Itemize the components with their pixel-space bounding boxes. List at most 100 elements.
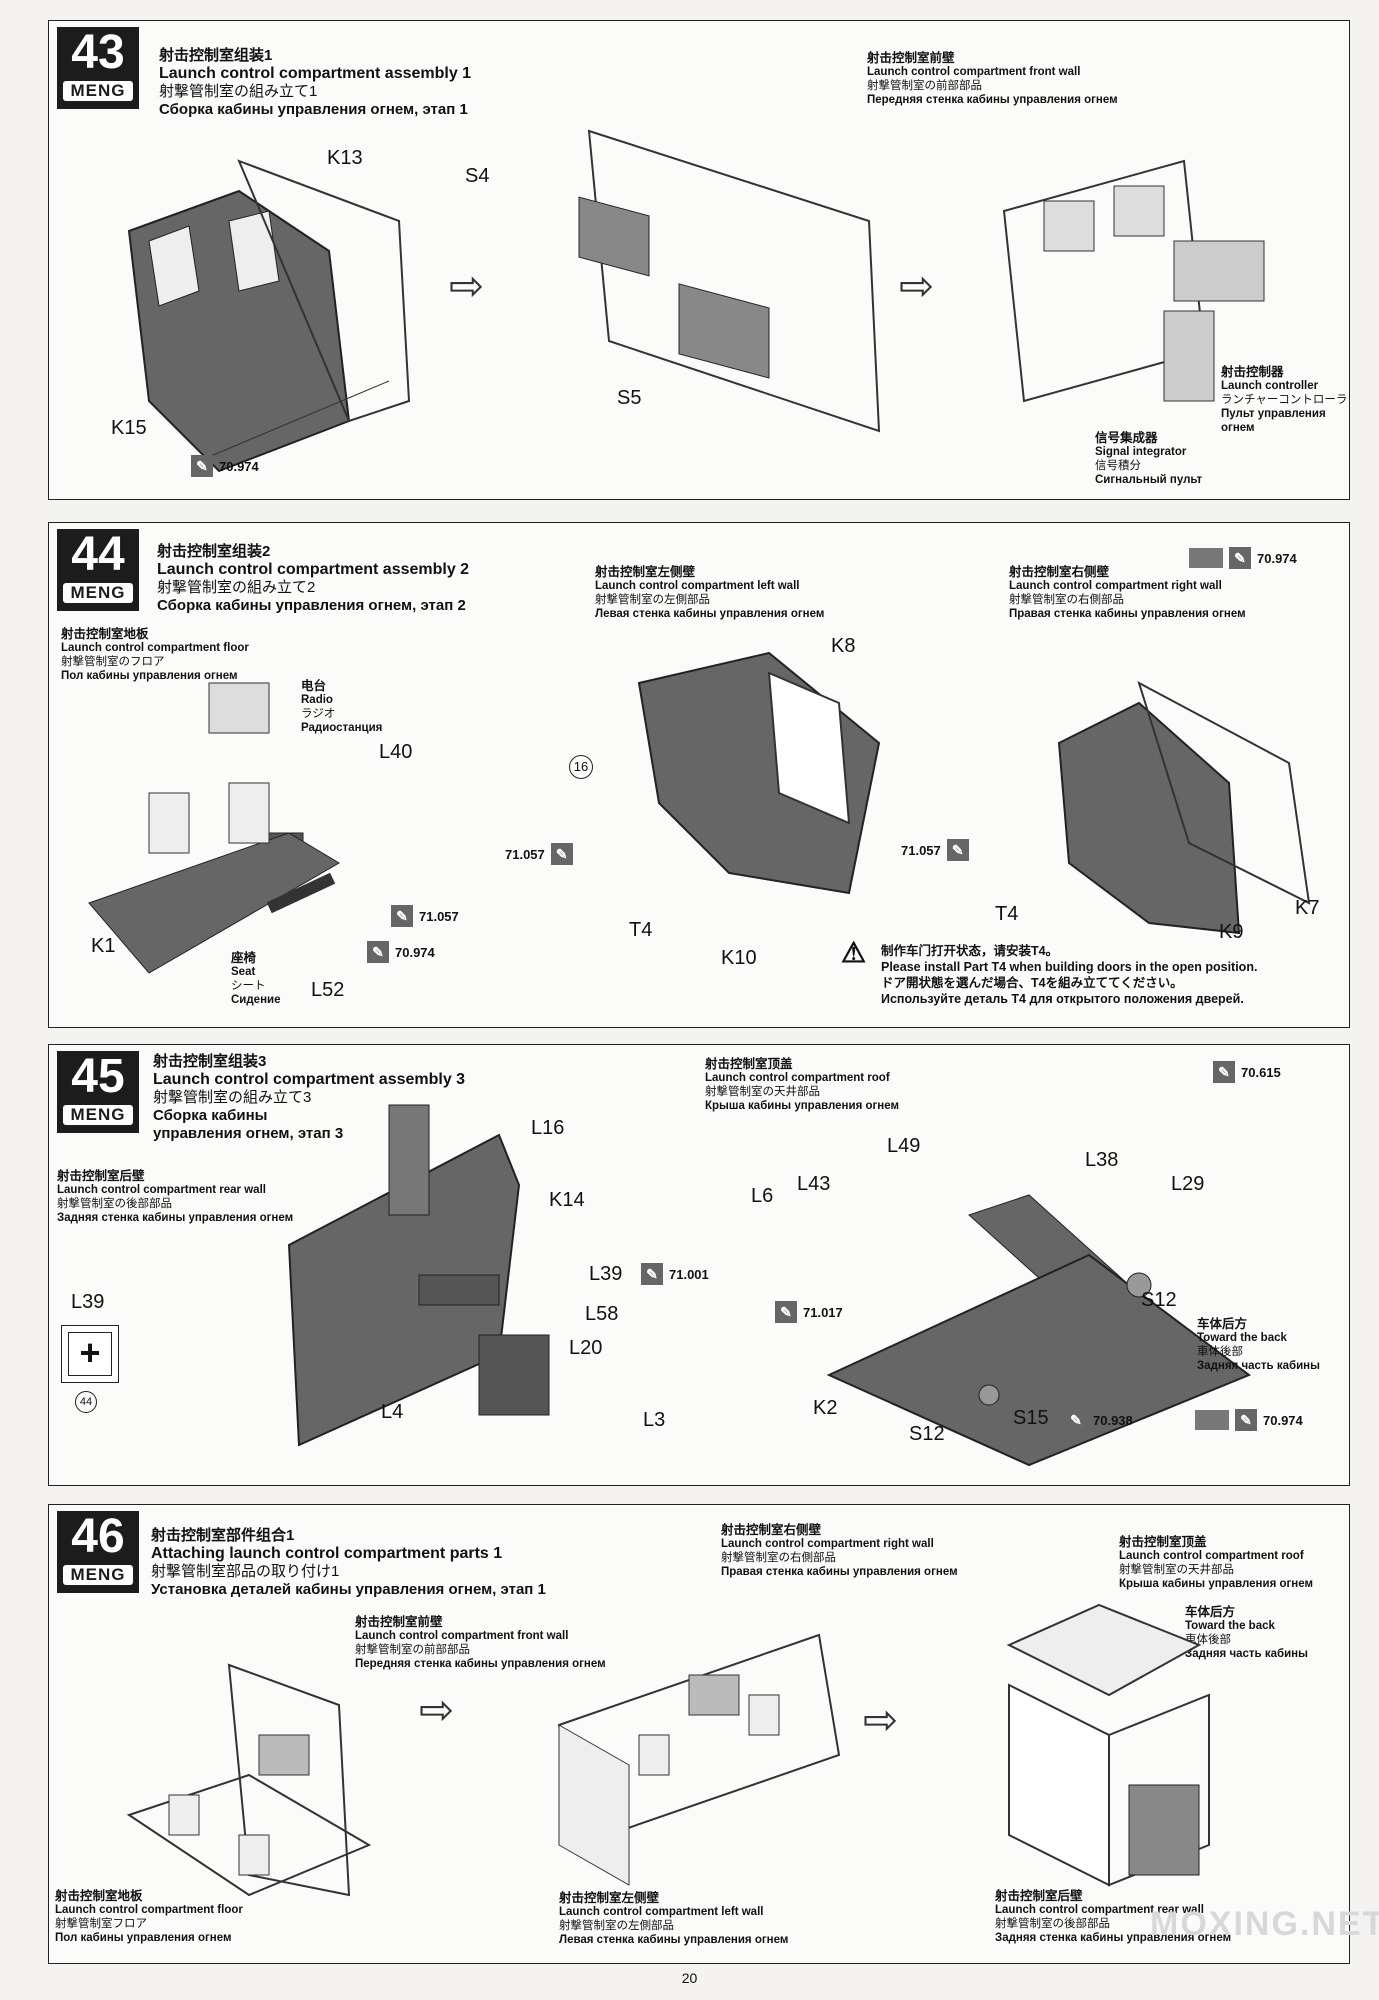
- label-cn: 座椅: [231, 951, 257, 965]
- title-ru: Установка деталей кабины управления огне…: [151, 1581, 546, 1598]
- label-ru: Левая стенка кабины управления огнем: [559, 1934, 789, 1946]
- brush-icon: ✎: [1235, 1409, 1257, 1431]
- part-l49: L49: [887, 1135, 921, 1157]
- label-en: Launch control compartment floor: [61, 642, 249, 654]
- paint-code: 71.057: [505, 846, 545, 862]
- label-jp: 射撃管制室の後部部品: [995, 1918, 1110, 1930]
- label-cn: 射击控制室地板: [61, 627, 149, 641]
- paint-ref: ✎ 70.974: [1195, 1409, 1303, 1431]
- brand-logo: MENG: [63, 1565, 133, 1585]
- brush-icon: ✎: [946, 839, 969, 861]
- warning-ru: Используйте деталь T4 для открытого поло…: [881, 992, 1244, 1006]
- label-en: Launch controller: [1221, 380, 1319, 392]
- warning-jp: ドア開状態を選んだ場合、T4を組み立ててください。: [881, 976, 1183, 990]
- paint-code: 71.057: [901, 842, 941, 858]
- rear-wall-drawing: [287, 1104, 550, 1447]
- label-en: Launch control compartment right wall: [1009, 580, 1222, 592]
- part-s5: S5: [617, 387, 642, 409]
- step-44: 44 MENG 射击控制室组装2 Launch control compartm…: [48, 522, 1350, 1028]
- part-t4: T4: [995, 903, 1019, 925]
- part-k13: K13: [327, 147, 363, 169]
- launch-controller-label: 射击控制器 Launch controller ランチャーコントローラ Пуль…: [1221, 365, 1349, 435]
- right-wall-label: 射击控制室右侧壁 Launch control compartment righ…: [721, 1523, 958, 1579]
- label-cn: 射击控制室前壁: [355, 1615, 443, 1629]
- part-l3: L3: [643, 1409, 666, 1431]
- watermark: MOXING.NET: [1150, 1905, 1379, 1943]
- step-badge: 45 MENG: [57, 1051, 139, 1133]
- label-ru: Правая стенка кабины управления огнем: [1009, 608, 1246, 620]
- label-ru: Радиостанция: [301, 722, 383, 734]
- panel-window-drawing: [578, 129, 881, 433]
- paint-ref: ✎ 70.974: [367, 941, 435, 963]
- title-en: Launch control compartment assembly 3: [153, 1071, 466, 1088]
- label-cn: 信号集成器: [1095, 431, 1158, 445]
- label-ru: Сидение: [231, 994, 281, 1006]
- step-43: 43 MENG 射击控制室组装1 Launch control compartm…: [48, 20, 1350, 500]
- front-wall-drawing: [1002, 159, 1265, 403]
- brush-icon: ✎: [191, 455, 213, 477]
- part-l39-inset: L39: [71, 1291, 105, 1313]
- label-jp: 射撃管制室の左側部品: [595, 594, 710, 606]
- label-cn: 射击控制室右侧壁: [1009, 565, 1110, 579]
- title-jp: 射撃管制室の組み立て3: [153, 1089, 312, 1106]
- paint-code: 70.938: [1093, 1412, 1133, 1428]
- step-45: 45 MENG 射击控制室组装3 Launch control compartm…: [48, 1044, 1350, 1486]
- front-wall-label: 射击控制室前壁 Launch control compartment front…: [355, 1615, 606, 1671]
- label-en: Launch control compartment front wall: [867, 66, 1081, 78]
- floor-label: 射击控制室地板 Launch control compartment floor…: [61, 627, 249, 683]
- label-ru: Крыша кабины управления огнем: [705, 1100, 899, 1112]
- label-en: Seat: [231, 966, 256, 978]
- part-l29: L29: [1171, 1173, 1205, 1195]
- assembly-stage-3-drawing: [1006, 1603, 1210, 1887]
- step-title: 射击控制室组装1 Launch control compartment asse…: [159, 47, 471, 119]
- brush-icon: ✎: [1229, 547, 1251, 569]
- panel-k15-drawing: [127, 159, 411, 473]
- paint-ref: ✎ 71.057: [391, 905, 459, 927]
- paint-ref: ✎ 70.974: [1189, 547, 1297, 569]
- title-ru-2: управления огнем, этап 3: [153, 1125, 344, 1142]
- label-en: Radio: [301, 694, 333, 706]
- step-badge: 46 MENG: [57, 1511, 139, 1593]
- part-l4: L4: [381, 1401, 404, 1423]
- brush-icon: ✎: [550, 843, 573, 865]
- paint-ref: ✎ 71.001: [641, 1263, 709, 1285]
- callout-number: 16: [573, 759, 589, 774]
- label-cn: 射击控制室地板: [55, 1889, 143, 1903]
- label-ru: Правая стенка кабины управления огнем: [721, 1566, 958, 1578]
- label-jp: 射撃管制室フロア: [55, 1918, 147, 1930]
- label-cn: 射击控制室右侧壁: [721, 1523, 822, 1537]
- step-number: 46: [71, 1510, 125, 1563]
- label-jp: 射撃管制室のフロア: [61, 656, 165, 668]
- rear-wall-label: 射击控制室后壁 Launch control compartment rear …: [57, 1169, 293, 1225]
- label-ru: Пол кабины управления огнем: [55, 1932, 232, 1944]
- part-k15: K15: [111, 417, 147, 439]
- color-swatch: [1195, 1410, 1229, 1430]
- part-s4: S4: [465, 165, 490, 187]
- title-en: Attaching launch control compartment par…: [151, 1545, 503, 1562]
- back-direction-label: 车体后方 Toward the back 車体後部 Задняя часть к…: [1197, 1317, 1320, 1373]
- part-k10: K10: [721, 947, 757, 969]
- floor-label: 射击控制室地板 Launch control compartment floor…: [55, 1889, 243, 1945]
- label-en: Launch control compartment left wall: [595, 580, 800, 592]
- floor-seats-drawing: [88, 682, 340, 974]
- part-k2: K2: [813, 1397, 838, 1419]
- paint-code: 71.017: [803, 1304, 843, 1320]
- label-en: Launch control compartment roof: [705, 1072, 890, 1084]
- label-jp: 射撃管制室の天井部品: [705, 1086, 820, 1098]
- step-badge: 43 MENG: [57, 27, 139, 109]
- label-ru: Задняя стенка кабины управления огнем: [995, 1932, 1232, 1944]
- label-jp: 射撃管制室の右側部品: [721, 1552, 836, 1564]
- label-jp: 射撃管制室の前部部品: [355, 1644, 470, 1656]
- label-cn: 射击控制室左侧壁: [595, 565, 696, 579]
- label-jp: 射撃管制室の右側部品: [1009, 594, 1124, 606]
- paint-ref: 71.057 ✎: [901, 839, 969, 861]
- label-cn: 射击控制室顶盖: [1119, 1535, 1207, 1549]
- label-jp: ラジオ: [301, 708, 336, 720]
- inset-ref-badge: 44: [75, 1391, 97, 1413]
- label-en: Launch control compartment roof: [1119, 1550, 1304, 1562]
- seat-label: 座椅 Seat シート Сидение: [231, 951, 280, 1007]
- callout-16: 16: [569, 755, 593, 779]
- paint-code: 71.057: [419, 908, 459, 924]
- title-en: Launch control compartment assembly 2: [157, 561, 470, 578]
- part-l40: L40: [379, 741, 413, 763]
